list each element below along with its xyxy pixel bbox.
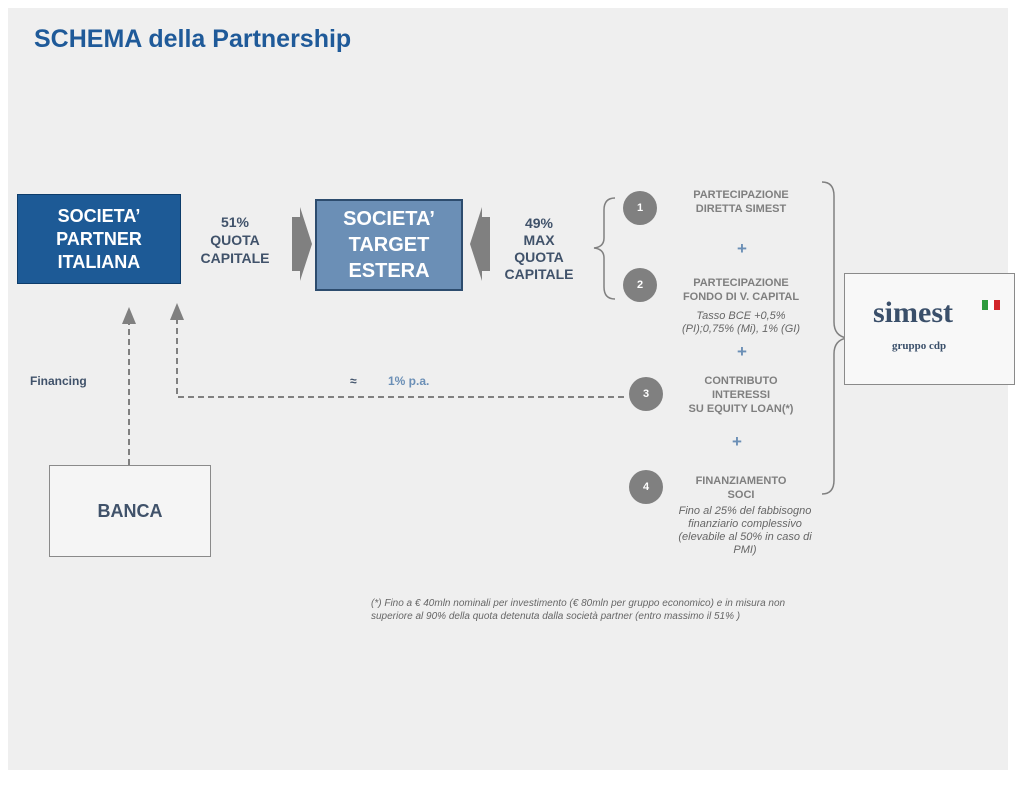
bank-box: BANCA [49,465,211,557]
quota-49-label: 49% MAX QUOTA CAPITALE [504,215,574,282]
plus-icon: + [732,432,742,451]
option-3-badge: 3 [629,377,663,411]
financing-label: Financing [30,374,87,388]
partner-company-box: SOCIETA’ PARTNER ITALIANA [17,194,181,284]
arrow-up-icon [170,303,184,320]
option-4-label: FINANZIAMENTO SOCI [695,475,787,501]
option-2-badge: 2 [623,268,657,302]
slide-background [8,8,1008,770]
target-company-box: SOCIETA’ TARGET ESTERA [315,199,463,291]
option-4-badge: 4 [629,470,663,504]
option-1-label: PARTECIPAZIONE DIRETTA SIMEST [693,189,789,215]
option-2-note: Tasso BCE +0,5% (PI);0,75% (Mi), 1% (GI) [682,310,800,335]
simest-logo-box: simest gruppo cdp [844,273,1015,385]
option-3-label: CONTRIBUTO INTERESSI SU EQUITY LOAN(*) [688,375,794,415]
page-title: SCHEMA della Partnership [34,25,352,53]
arrow-up-icon [122,307,136,324]
option-4-note: Fino al 25% del fabbisogno finanziario c… [678,505,812,556]
simest-subtitle: gruppo cdp [892,340,947,352]
brace-small [593,197,616,300]
quota-51-label: 51% QUOTA CAPITALE [200,214,270,266]
approx-symbol: ≈ [350,374,357,388]
arrow-left-icon [470,207,490,281]
rate-label: 1% p.a. [388,374,430,388]
option-2-label: PARTECIPAZIONE FONDO DI V. CAPITAL [682,277,800,303]
plus-icon: + [737,342,747,361]
simest-logo-text: simest [873,296,953,329]
italian-flag-icon [982,300,1000,310]
plus-icon: + [737,239,747,258]
arrow-right-icon [292,207,312,281]
footnote: (*) Fino a € 40mln nominali per investim… [371,598,786,622]
option-1-badge: 1 [623,191,657,225]
